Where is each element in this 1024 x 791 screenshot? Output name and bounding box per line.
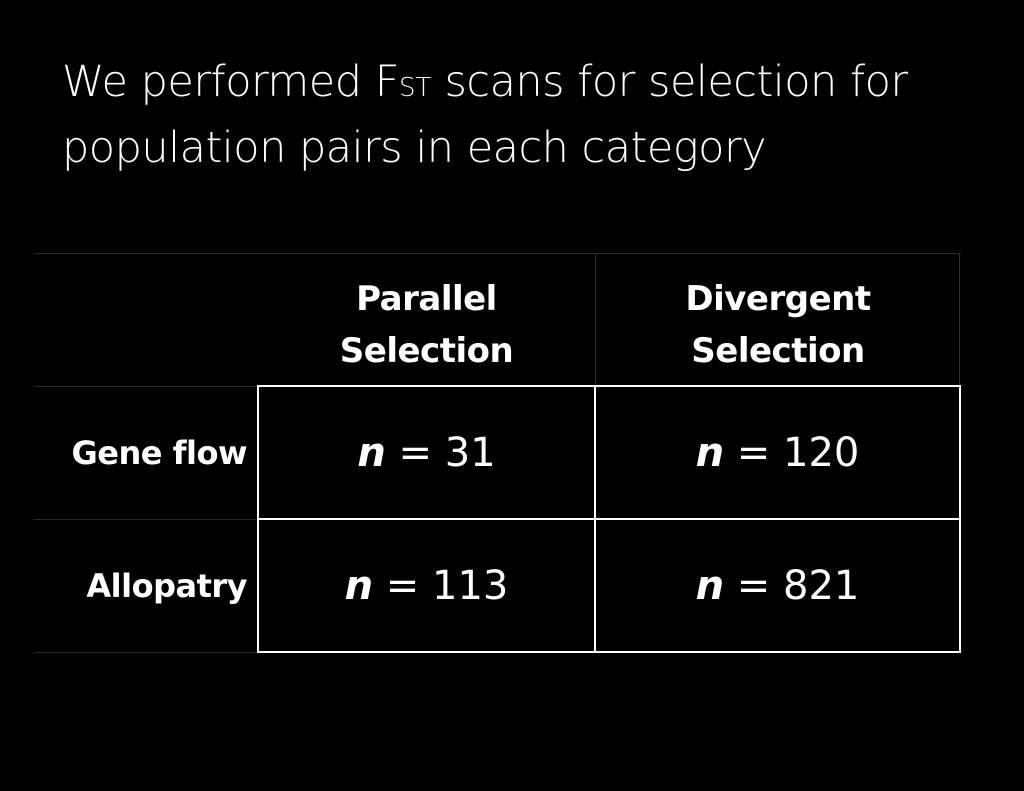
title-subscript: ST [398,73,432,103]
n-variable: n [344,562,374,609]
column-header-line2: Selection [339,331,514,371]
n-variable: n [695,429,725,476]
cell-gene-flow-parallel: n = 31 [257,385,596,520]
equals-sign: = [724,429,784,476]
title-text-part2: scans for selection for population pairs… [62,57,908,173]
n-variable: n [695,562,725,609]
count-value: 821 [783,562,860,609]
column-header-line1: Parallel [356,279,497,319]
table-top-border [34,253,961,254]
column-header-line2: Selection [691,331,865,371]
count-value: 120 [783,429,860,476]
table-row-divider [34,519,258,520]
title-text-part1: We performed F [62,57,399,107]
equals-sign: = [385,429,445,476]
row-header-gene-flow: Gene flow [34,387,247,519]
table-header-col-divider [595,253,596,386]
table-right-border [959,253,960,386]
count-value: 113 [432,562,509,609]
slide-title: We performed FST scans for selection for… [62,52,982,178]
n-variable: n [357,429,386,476]
column-header-parallel-selection: Parallel Selection [258,271,595,379]
equals-sign: = [373,562,433,609]
row-header-label: Gene flow [71,434,247,472]
equals-sign: = [724,562,784,609]
cell-allopatry-parallel: n = 113 [257,518,596,653]
row-header-label: Allopatry [86,567,247,605]
table-bottom-border [34,652,258,653]
count-value: 31 [444,429,496,476]
selection-category-table: Parallel Selection Divergent Selection G… [34,253,961,653]
cell-allopatry-divergent: n = 821 [594,518,961,653]
table-header-divider [34,386,258,387]
column-header-divergent-selection: Divergent Selection [595,271,961,379]
column-header-line1: Divergent [685,279,871,319]
row-header-allopatry: Allopatry [34,520,247,652]
cell-gene-flow-divergent: n = 120 [594,385,961,520]
